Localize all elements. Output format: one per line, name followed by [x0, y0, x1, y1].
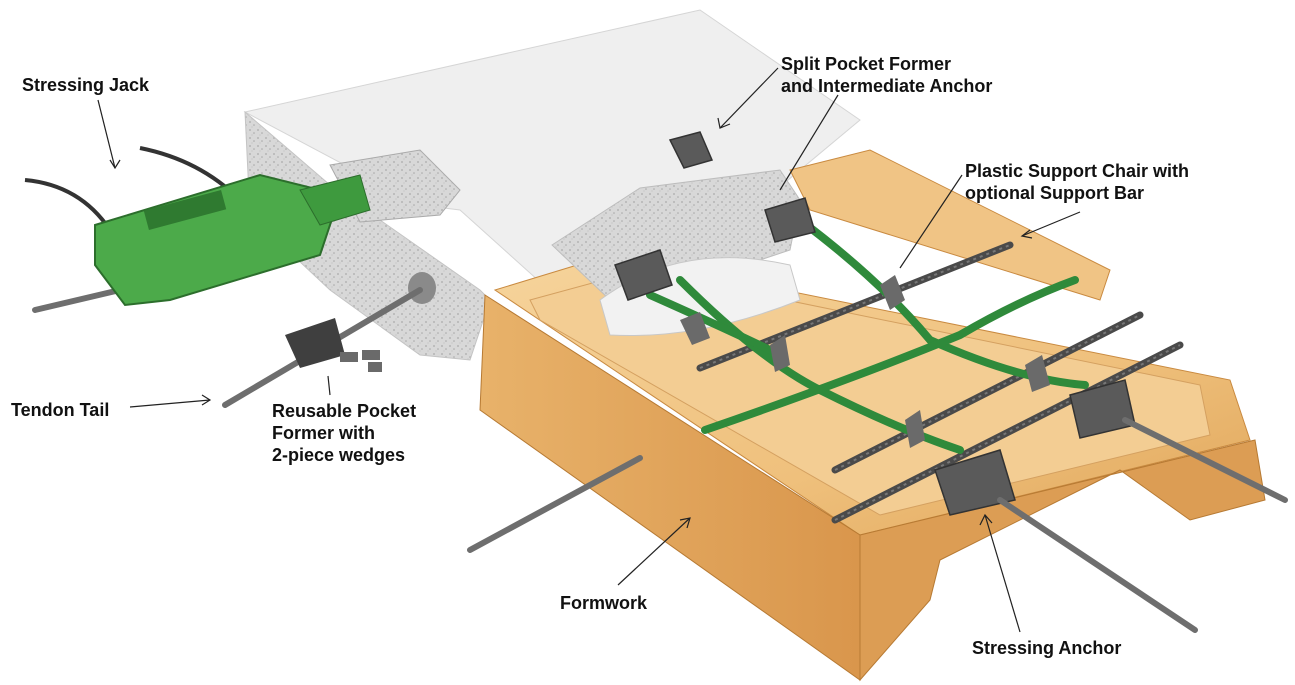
label-stressing-anchor: Stressing Anchor — [972, 638, 1122, 658]
leader-line-split-2 — [779, 94, 839, 191]
leader-line-jack — [97, 99, 116, 169]
anchors — [614, 131, 1136, 516]
support-chair — [680, 312, 710, 345]
support-chairs — [680, 275, 1050, 448]
intermediate-anchor — [614, 249, 673, 301]
intermediate-anchor — [764, 197, 816, 243]
tendon-tail — [32, 287, 123, 313]
label-formwork: Formwork — [560, 593, 648, 613]
label-reusable-pocket-former: Reusable Pocket Former with 2-piece wedg… — [272, 401, 417, 465]
label-split-pocket-former: Split Pocket Former and Intermediate Anc… — [781, 54, 993, 96]
support-chair — [770, 335, 790, 372]
formwork-right-side — [859, 439, 1266, 682]
reusable-pocket-former — [285, 318, 382, 372]
label-tendon-tail: Tendon Tail — [11, 400, 110, 420]
leader-lines — [97, 67, 1081, 633]
tendon-tail — [467, 455, 643, 553]
loose-anchor — [668, 131, 714, 169]
leader-line-chair-2 — [1021, 211, 1081, 237]
leader-line-chair — [899, 174, 963, 269]
tendon — [646, 291, 784, 359]
jack-handle — [143, 189, 227, 231]
tendon — [701, 276, 1079, 434]
support-chair — [1025, 355, 1050, 392]
tendon-tail — [1122, 417, 1288, 503]
stressing-anchor — [934, 449, 1016, 516]
support-chair — [880, 275, 905, 310]
leader-line-reusable — [327, 375, 331, 396]
leader-line-anchor — [984, 514, 1021, 633]
stressing-jack — [24, 146, 371, 307]
leader-line-tail — [129, 399, 211, 408]
leader-line-split — [719, 67, 779, 129]
jack-hose — [24, 178, 112, 232]
jack-nose — [299, 174, 371, 226]
tendon-tail — [997, 497, 1198, 633]
label-stressing-jack: Stressing Jack — [22, 75, 150, 95]
support-chair — [905, 410, 925, 448]
label-plastic-support-chair: Plastic Support Chair with optional Supp… — [965, 161, 1190, 203]
leader-line-formwork — [617, 517, 691, 586]
